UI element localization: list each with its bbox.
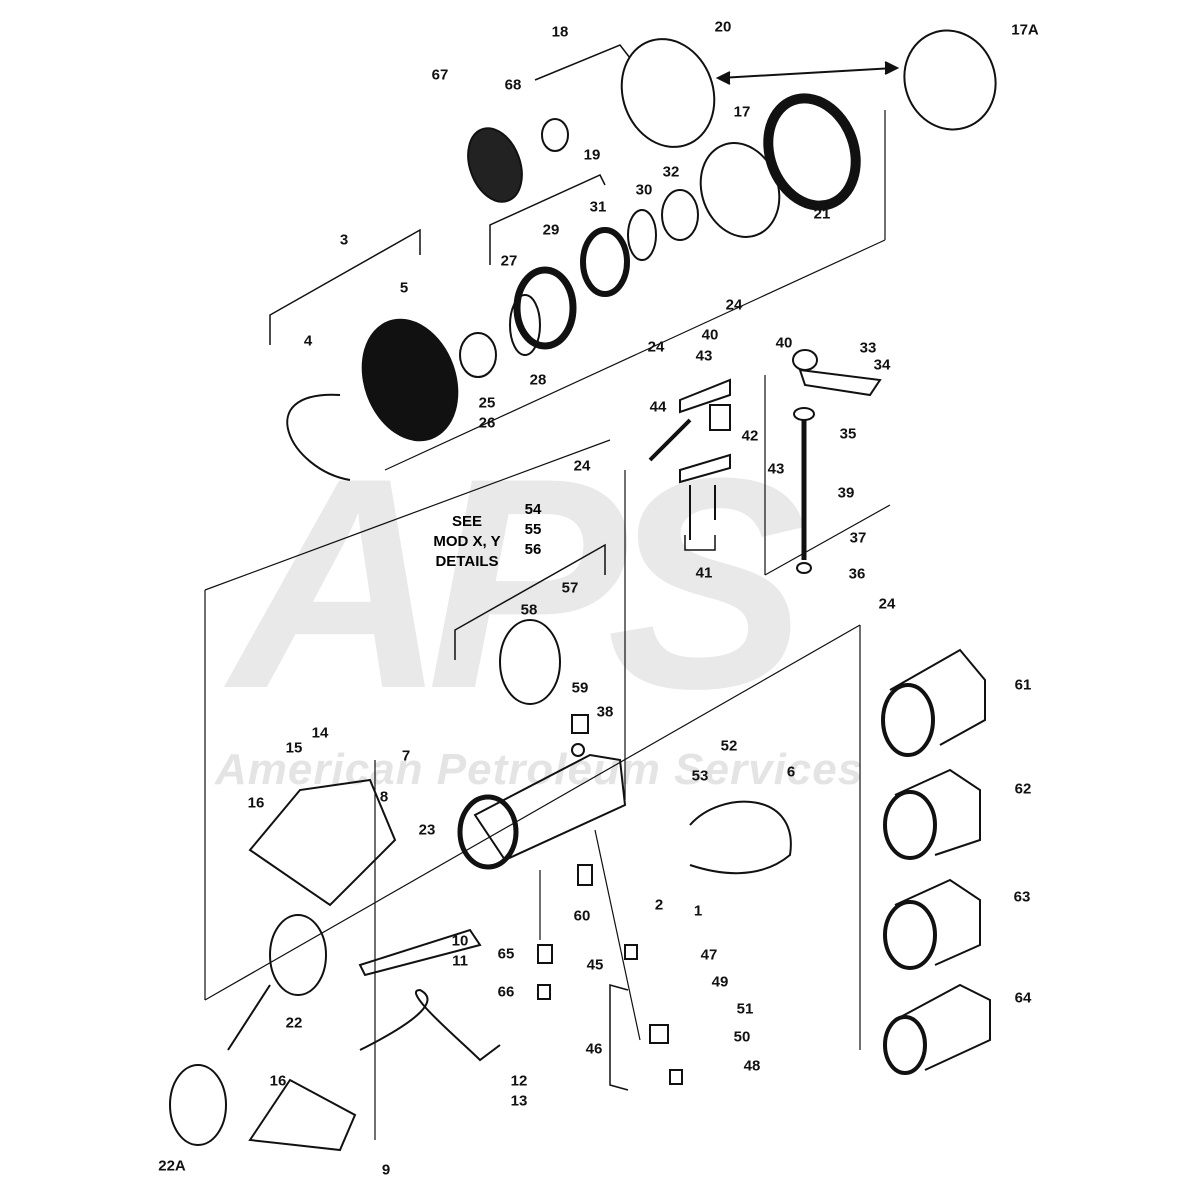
part-number-label: 49 [711,973,729,991]
note-line: DETAILS [435,553,499,570]
part-number-label: 24 [647,338,665,356]
part-number-label: 12 [510,1072,528,1090]
part-number-label: 33 [859,339,877,357]
part-number-label: 40 [701,326,719,344]
label-55: 55 [524,521,542,538]
part-number-label: 25 [478,394,496,412]
part-number-label: 2 [654,896,664,914]
label-56: 56 [524,541,542,558]
part-number-label: 51 [736,1000,754,1018]
part-number-label: 45 [586,956,604,974]
part-number-label: 11 [452,952,468,970]
part-number-label: 22 [285,1014,303,1032]
part-number-label: 4 [303,332,313,350]
part-number-label: 22A [158,1157,186,1175]
part-number-label: 64 [1014,989,1032,1007]
part-number-label: 68 [504,76,522,94]
part-number-label: 57 [561,579,579,597]
part-number-label: 24 [878,595,896,613]
part-number-label: 63 [1013,888,1031,906]
parts [169,29,997,1152]
part-number-label: 6 [786,763,796,781]
part-number-label: 17 [733,103,751,121]
part-number-label: 43 [695,347,713,365]
part-number-label: 31 [589,198,607,216]
part-number-label: 44 [649,398,667,416]
part-number-label: 48 [743,1057,761,1075]
part-number-label: 40 [775,334,793,352]
part-number-label: 42 [741,427,759,445]
part-number-label: 37 [849,529,867,547]
part-number-label: 13 [510,1092,528,1110]
part-number-label: 7 [401,747,411,765]
brackets [269,44,716,1091]
part-number-label: 53 [691,767,709,785]
part-number-label: 47 [700,946,718,964]
part-number-label: 66 [497,983,515,1001]
note-line: MOD X, Y [433,533,501,550]
part-number-label: 58 [520,601,538,619]
part-number-label: 16 [269,1072,287,1090]
group-label-54-56: 54 55 56 [525,500,542,560]
part-number-label: 5 [399,279,409,297]
part-number-label: 30 [635,181,653,199]
part-number-label: 34 [873,356,891,374]
part-number-label: 39 [837,484,855,502]
part-number-label: 15 [285,739,303,757]
part-number-label: 65 [497,945,515,963]
part-number-label: 59 [571,679,589,697]
part-number-label: 14 [311,724,329,742]
arrow-double [227,61,900,1051]
part-number-label: 20 [714,18,732,36]
part-number-label: 28 [529,371,547,389]
part-number-label: 60 [573,907,591,925]
part-number-label: 26 [478,414,496,432]
part-number-label: 18 [551,23,569,41]
leader-lines [204,110,891,1140]
part-number-label: 17A [1011,21,1039,39]
part-number-label: 29 [542,221,560,239]
part-number-label: 46 [585,1040,603,1058]
part-number-label: 43 [767,460,785,478]
part-number-label: 27 [500,252,518,270]
part-number-label: 50 [733,1028,751,1046]
part-number-label: 52 [720,737,738,755]
label-54: 54 [524,501,542,518]
part-number-label: 23 [418,821,436,839]
part-number-label: 24 [725,296,743,314]
part-number-label: 38 [596,703,614,721]
part-number-label: 19 [583,146,601,164]
fittings [881,648,991,1075]
part-number-label: 62 [1014,780,1032,798]
part-number-label: 1 [693,902,703,920]
part-number-label: 10 [451,932,469,950]
part-number-label: 61 [1014,676,1032,694]
part-number-label: 67 [431,66,449,84]
see-mod-details-note: SEE MOD X, Y DETAILS [433,512,500,572]
part-number-label: 16 [247,794,265,812]
note-line: SEE [451,513,482,530]
part-number-label: 9 [381,1161,391,1179]
part-number-label: 24 [573,457,591,475]
part-number-label: 8 [379,788,389,806]
part-number-label: 41 [695,564,713,582]
part-number-label: 36 [848,565,866,583]
part-number-label: 21 [813,205,831,223]
part-number-label: 3 [339,231,349,249]
part-number-label: 35 [839,425,857,443]
part-number-label: 32 [662,163,680,181]
